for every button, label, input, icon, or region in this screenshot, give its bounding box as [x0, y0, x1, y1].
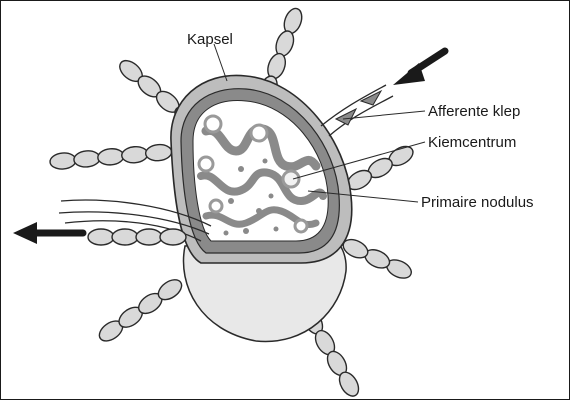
afferent-arrow [393, 51, 445, 85]
primary-nodule-label: Primaire nodulus [421, 195, 534, 210]
afferent-vessel [321, 85, 393, 136]
afferent-valve-label: Afferente klep [428, 104, 520, 119]
germinal-center-label: Kiemcentrum [428, 135, 516, 150]
efferent-arrow [13, 222, 83, 244]
capsule-label: Kapsel [187, 32, 233, 47]
